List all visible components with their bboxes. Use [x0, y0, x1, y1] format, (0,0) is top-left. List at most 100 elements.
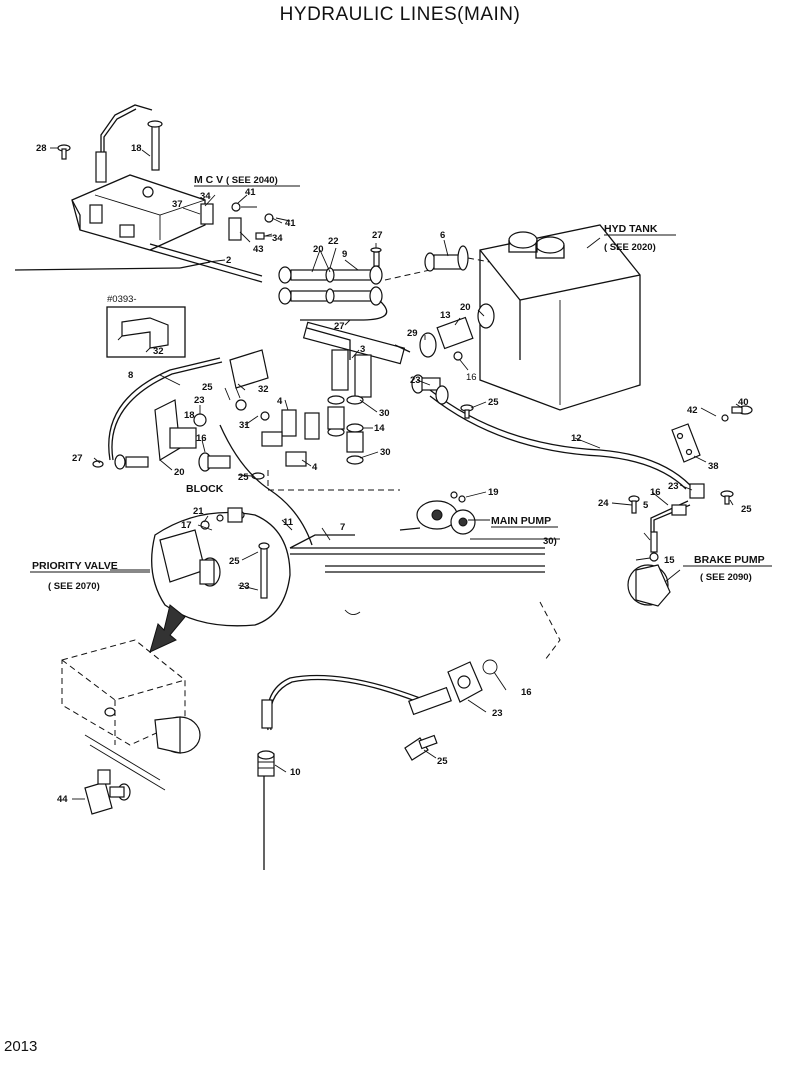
part-44: 44 [57, 794, 68, 805]
part-16: 16 [650, 487, 661, 498]
leader-lines [50, 147, 743, 800]
part-23: 23 [492, 708, 503, 719]
hose-12 [429, 389, 691, 486]
hose-10 [257, 674, 421, 870]
label-block: BLOCK [186, 483, 224, 495]
part-21: 21 [193, 506, 204, 517]
part-8: 8 [128, 370, 133, 381]
part-20: 20 [313, 244, 324, 255]
mcv-valve-body [71, 104, 206, 251]
part-12: 12 [571, 433, 582, 444]
part-32: 32 [258, 384, 269, 395]
part-19: 19 [488, 487, 499, 498]
inset-bracket-32 [106, 306, 186, 358]
part-29: 29 [407, 328, 418, 339]
bracket-38 [671, 405, 753, 463]
part-11: 11 [283, 517, 294, 528]
part-10: 10 [290, 767, 301, 778]
part-4: 4 [312, 462, 318, 473]
part-20: 20 [460, 302, 471, 313]
part-5: 5 [643, 500, 649, 511]
part-24: 24 [598, 498, 609, 509]
hose-8 [108, 357, 221, 461]
part-25: 25 [202, 382, 213, 393]
label-mcv: M C V [194, 174, 223, 186]
part-43: 43 [253, 244, 264, 255]
hose-9-assembly [278, 247, 431, 321]
part-16: 16 [521, 687, 532, 698]
priority-valve-detail [151, 507, 291, 627]
part-18: 18 [131, 143, 142, 154]
part-25: 25 [437, 756, 448, 767]
part-25: 25 [488, 397, 499, 408]
part-30: 30 [379, 408, 390, 419]
pipe-7 [289, 534, 545, 573]
part-9: 9 [342, 249, 347, 260]
part-20: 20 [174, 467, 185, 478]
part-16: 16 [196, 433, 207, 444]
fitting-6 [424, 245, 491, 272]
part-16: 16 [466, 372, 477, 383]
mcv-bolt-28 [57, 144, 71, 160]
part-27: 27 [372, 230, 383, 241]
fittings-near-mcv [200, 202, 283, 241]
part-18: 18 [184, 410, 195, 421]
part-27: 27 [72, 453, 83, 464]
part-number-labels: 28 18 34 41 37 41 34 43 2 20 22 9 27 6 2… [36, 143, 752, 805]
tank-filter-assembly [419, 303, 495, 361]
part-25: 25 [741, 504, 752, 515]
part-32: 32 [153, 346, 164, 357]
page-title: HYDRAULIC LINES(MAIN) [279, 4, 521, 25]
fitting-23-enlarged [404, 659, 498, 761]
label-priority-valve-ref: ( SEE 2070) [48, 581, 100, 592]
part-22: 22 [328, 236, 339, 247]
bracket-32 [229, 349, 269, 399]
detail-arrow [149, 604, 186, 653]
label-hyd-tank-ref: ( SEE 2020) [604, 242, 656, 253]
label-brake-pump: BRAKE PUMP [694, 554, 765, 566]
part-25: 25 [238, 472, 249, 483]
part-23: 23 [668, 481, 679, 492]
part-41: 41 [285, 218, 296, 229]
part-13: 13 [440, 310, 451, 321]
part-25: 25 [229, 556, 240, 567]
part-2: 2 [226, 255, 231, 266]
part-17: 17 [181, 520, 192, 531]
part-27: 27 [334, 321, 345, 332]
part-28: 28 [36, 143, 47, 154]
part-6: 6 [440, 230, 445, 241]
fitting-23-at-tank [411, 374, 474, 419]
part-42: 42 [687, 405, 698, 416]
part-7: 7 [340, 522, 345, 533]
part-15: 15 [664, 555, 675, 566]
part-40: 40 [738, 397, 749, 408]
hose-fittings-4-14-30 [235, 395, 364, 467]
part-37: 37 [172, 199, 183, 210]
label-brake-pump-ref: ( SEE 2090) [700, 572, 752, 583]
brake-pump [627, 483, 734, 607]
enlarged-priority-valve-block [61, 639, 201, 791]
label-mcv-ref: ( SEE 2040) [226, 175, 278, 186]
part-23: 23 [410, 375, 421, 386]
label-main-pump-ref: 30) [543, 536, 557, 547]
part-23: 23 [239, 581, 250, 592]
part-3: 3 [360, 344, 365, 355]
page-number: 2013 [4, 1038, 38, 1055]
part-38: 38 [708, 461, 719, 472]
label-main-pump: MAIN PUMP [491, 515, 551, 527]
main-pump [399, 491, 476, 535]
part-41: 41 [245, 187, 256, 198]
center-manifold-3 [302, 321, 411, 398]
part-34: 34 [272, 233, 283, 244]
part-14: 14 [374, 423, 385, 434]
part-23: 23 [194, 395, 205, 406]
part-30: 30 [380, 447, 391, 458]
label-inset-code: #0393- [107, 294, 137, 305]
part-31: 31 [239, 420, 250, 431]
block-assembly [92, 399, 265, 480]
fitting-44 [84, 769, 131, 815]
label-hyd-tank: HYD TANK [604, 223, 658, 235]
label-priority-valve: PRIORITY VALVE [32, 560, 118, 572]
part-34: 34 [200, 191, 211, 202]
